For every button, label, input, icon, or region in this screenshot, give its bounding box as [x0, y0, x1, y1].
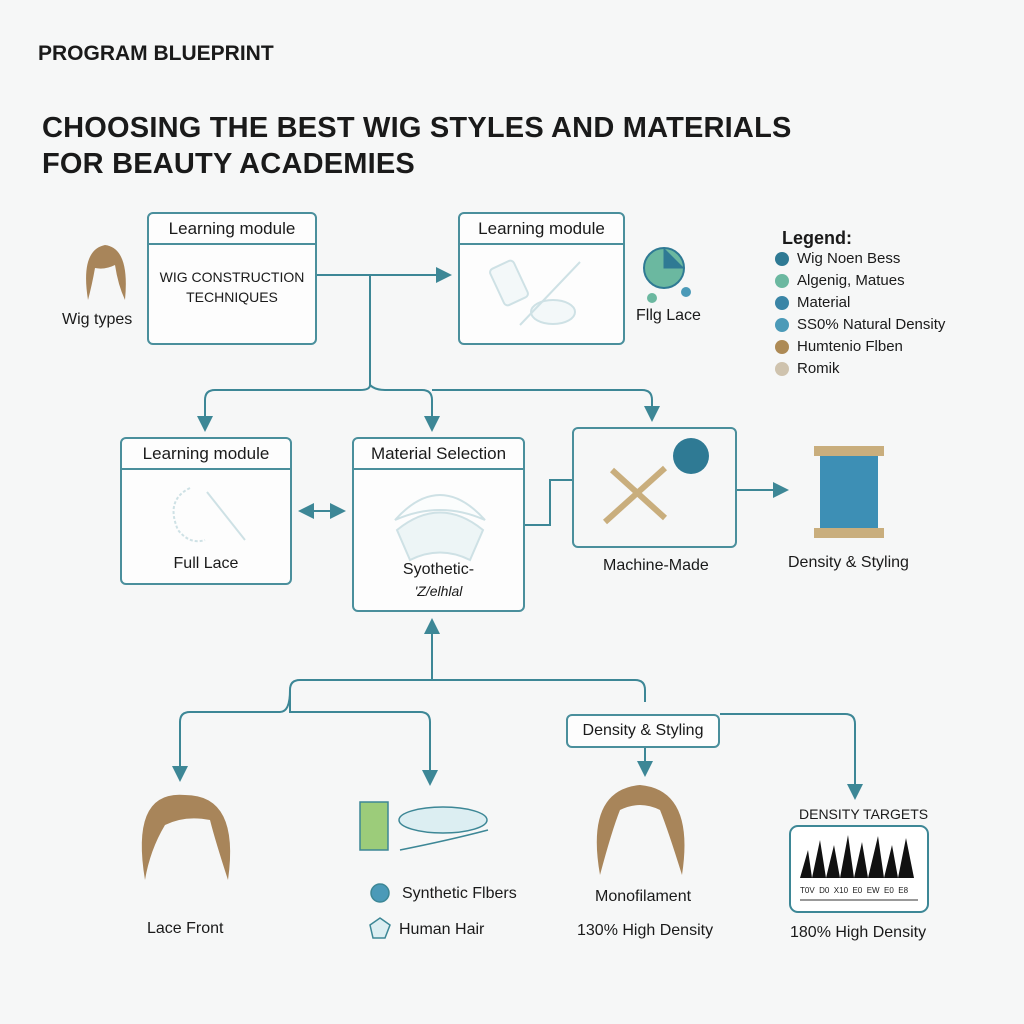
legend-label: Romik	[797, 360, 840, 377]
fiber-icon	[359, 801, 489, 939]
legend-item: SS0% Natural Density	[775, 316, 945, 333]
material-body: Syothetic-	[402, 561, 475, 578]
mono-density-label: 130% High Density	[577, 922, 714, 939]
machine-made-box[interactable]	[572, 427, 737, 548]
lace-label: Fllg Lace	[636, 307, 701, 324]
legend-item: Material	[775, 294, 850, 311]
lace-front-wig-icon	[141, 794, 231, 880]
legend-item: Wig Noen Bess	[775, 250, 900, 267]
module-header: Learning module	[149, 214, 315, 245]
wig-icon	[86, 245, 126, 300]
legend-swatch	[775, 273, 789, 288]
module-construction[interactable]: Learning module WIG CONSTRUCTION TECHNIQ…	[147, 212, 317, 345]
module-lace[interactable]: Learning module	[458, 212, 625, 345]
legend-label: SS0% Natural Density	[797, 316, 946, 333]
material-selection[interactable]: Material Selection Syothetic- 'Z/elhlal	[352, 437, 525, 612]
legend-swatch	[775, 251, 789, 266]
module-body: Full Lace	[173, 555, 239, 572]
legend-item: Romik	[775, 360, 840, 377]
density-styling-box[interactable]: Density & Styling	[566, 714, 720, 748]
lace-front-label: Lace Front	[147, 920, 224, 937]
crochet-icon	[602, 438, 709, 525]
eyebrow: PROGRAM BLUEPRINT	[38, 42, 274, 65]
high-density-label: 180% High Density	[790, 924, 927, 941]
legend-swatch	[775, 339, 789, 354]
module-body: WIG CONSTRUCTION TECHNIQUES	[159, 269, 305, 305]
machine-made-label: Machine-Made	[603, 557, 709, 574]
synthetic-label: Synthetic Flbers	[402, 885, 517, 902]
page-title: CHOOSING THE BEST WIG STYLES AND MATERIA…	[42, 112, 792, 180]
module-header: Learning module	[122, 439, 290, 470]
legend-title: Legend:	[782, 228, 852, 248]
density-chart	[789, 825, 929, 913]
legend-swatch	[775, 295, 789, 310]
wig-types-label: Wig types	[62, 311, 133, 328]
legend-item: Humtenio Flben	[775, 338, 903, 355]
monofilament-wig-icon	[596, 785, 685, 875]
legend-label: Humtenio Flben	[797, 338, 903, 355]
legend-swatch	[775, 317, 789, 332]
material-body-2: 'Z/elhlal	[414, 583, 463, 599]
legend-swatch	[775, 361, 789, 376]
module-header: Learning module	[460, 214, 623, 245]
module-header: Material Selection	[354, 439, 523, 470]
monofilament-label: Monofilament	[595, 888, 692, 905]
legend-label: Wig Noen Bess	[797, 250, 901, 267]
density-targets-title: DENSITY TARGETS	[799, 806, 929, 822]
legend-label: Material	[797, 294, 851, 311]
human-hair-label: Human Hair	[399, 921, 485, 938]
spool-icon	[814, 446, 884, 538]
module-full-lace[interactable]: Learning module Full Lace	[120, 437, 292, 585]
lace-globe-icon	[643, 247, 691, 303]
density-styling-label: Density & Styling	[788, 554, 909, 571]
density-ticks: T0V D0 X10 E0 EW E0 E8	[800, 886, 909, 895]
legend-item: Algenig, Matues	[775, 272, 905, 289]
legend-label: Algenig, Matues	[797, 272, 905, 289]
